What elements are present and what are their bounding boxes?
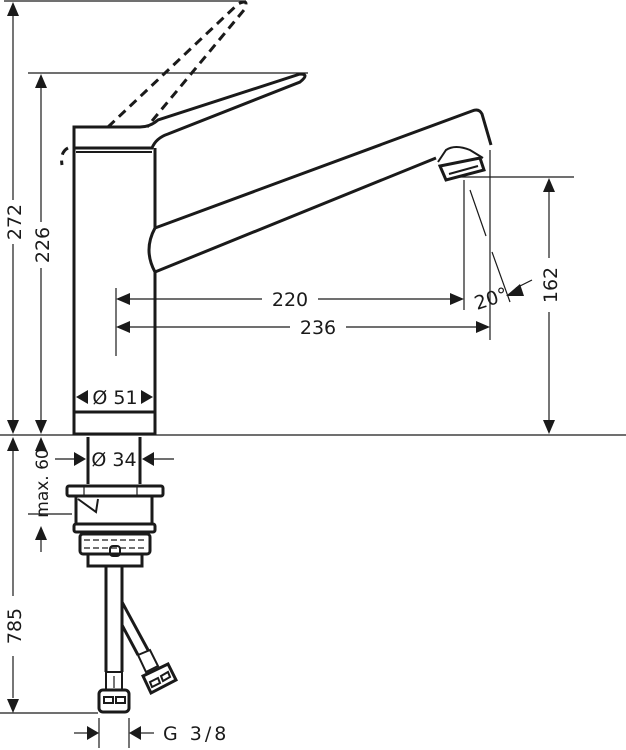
label-handle-height: 226	[32, 227, 54, 263]
supply-hoses	[97, 566, 179, 714]
dim-reach-220	[116, 293, 464, 305]
label-thread: G 3/8	[163, 723, 229, 745]
label-body-diameter: Ø 51	[92, 387, 137, 409]
dim-reach-236	[116, 321, 490, 333]
label-shank-diameter: Ø 34	[91, 449, 136, 471]
dim-diameter-51	[76, 390, 153, 404]
dim-diameter-34	[55, 452, 174, 466]
dim-hose-785	[7, 437, 19, 713]
dim-max-60	[35, 437, 47, 552]
label-reach-236: 236	[300, 317, 336, 339]
faucet-body	[72, 72, 307, 436]
label-total-height: 272	[4, 204, 26, 240]
extension-lines	[0, 0, 626, 714]
label-spout-height: 162	[540, 267, 562, 303]
label-max-counter: max. 60	[33, 448, 53, 517]
dim-thread-g38	[74, 718, 154, 748]
label-aerator-angle: 20°	[472, 283, 511, 314]
spout	[147, 108, 511, 303]
dim-spout-height-162	[543, 178, 555, 434]
handle-open-position-dashed	[60, 0, 248, 166]
dim-handle-height-226	[35, 74, 47, 434]
dim-angle-20	[506, 279, 533, 296]
label-reach-220: 220	[272, 289, 308, 311]
mounting-shank	[65, 437, 165, 568]
label-hose-length: 785	[4, 608, 26, 644]
dim-total-height-272	[7, 2, 19, 434]
